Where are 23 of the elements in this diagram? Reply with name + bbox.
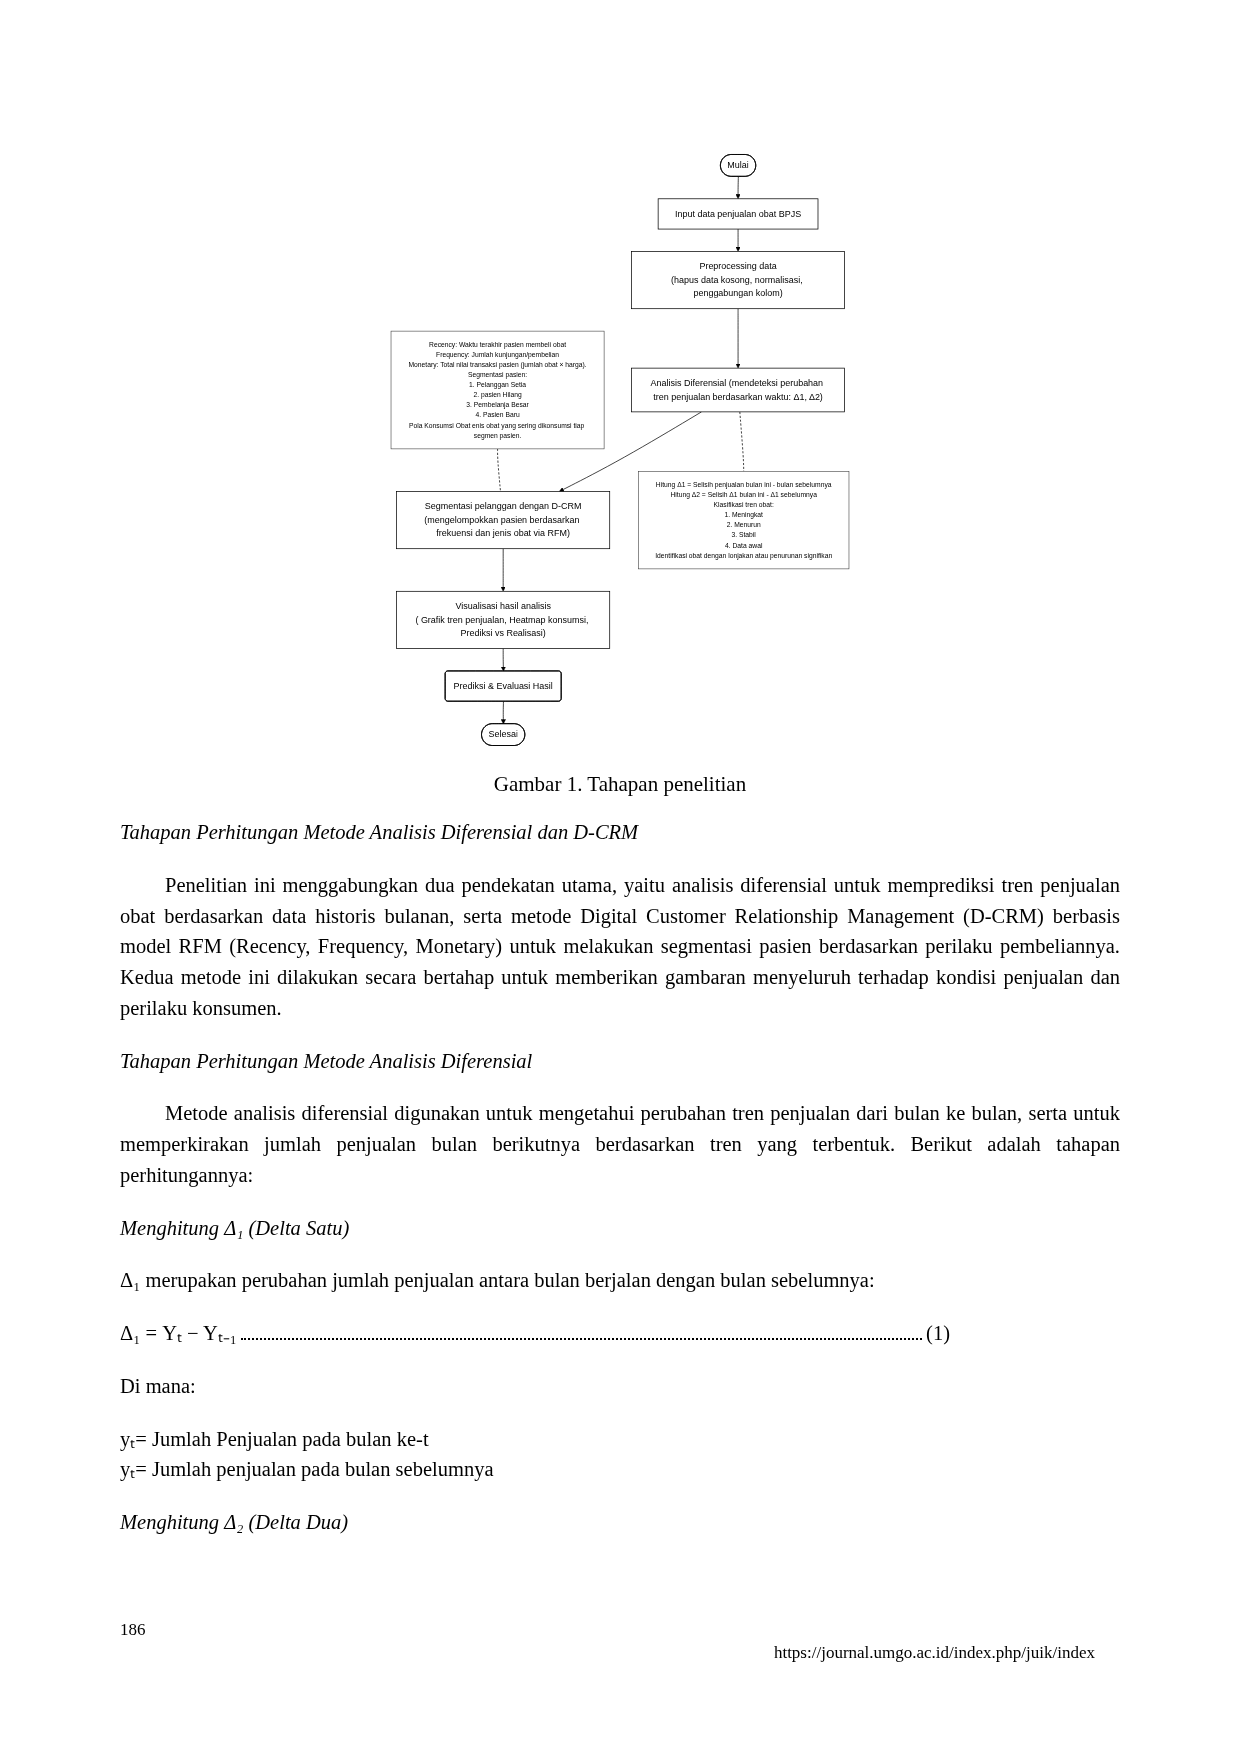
equation: Δ₁ = Yₜ − Yₜ₋₁ (120, 1318, 927, 1349)
node-box (631, 251, 845, 310)
node-box (638, 471, 850, 570)
node-box (631, 367, 845, 413)
connector (739, 411, 745, 472)
node-box (390, 330, 605, 450)
footer-url: https://journal.umgo.ac.id/index.php/juik/index (773, 1643, 1095, 1663)
node-box (396, 491, 611, 550)
section-heading: Tahapan Perhitungan Metode Analisis Diferensial dan D-CRM (120, 820, 640, 846)
section-heading: Tahapan Perhitungan Metode Analisis Diferensial (120, 1048, 534, 1075)
body-text: yₜ= Jumlah Penjualan pada bulan ke-t (120, 1426, 430, 1453)
node-box (396, 590, 611, 649)
section-heading: Menghitung Δ₁ (Delta Satu) (120, 1215, 351, 1242)
node-box (657, 198, 819, 230)
body-text: yₜ= Jumlah penjualan pada bulan sebelumnya (120, 1457, 495, 1483)
body-text: Di mana: (120, 1373, 197, 1399)
paragraph: Penelitian ini menggabungkan dua pendekatan utama, yaitu analisis diferensial untuk memprediksi tren penjualan obat berdasarkan data historis bulanan, serta metode Digital Customer Relationship Management (D-CRM) berbasis model RFM (Recency, Frequency, Monetary) untuk melakukan segmentasi pasien berdasarkan perilaku pembeliannya. Kedua metode ini dilakukan secara bertahap untuk memberikan gambaran menyeluruh terhadap kondisi penjualan dan perilaku konsumen. (120, 872, 1120, 1022)
page-number: 186 (120, 1620, 146, 1640)
equation-number: (1) (926, 1321, 950, 1347)
body-text: Δ₁ merupakan perubahan jumlah penjualan antara bulan berjalan dengan bulan sebelumnya: (120, 1268, 876, 1294)
paragraph: Metode analisis diferensial digunakan untuk mengetahui perubahan tren penjualan dari bulan ke bulan, serta untuk memperkirakan jumlah penjualan bulan berikutnya berdasarkan tren yang terbentuk. Berikut adalah tahapan perhitungannya: (120, 1101, 1120, 1189)
figure-caption: Gambar 1. Tahapan penelitian (492, 772, 748, 797)
section-heading: Menghitung Δ₂ (Delta Dua) (120, 1510, 350, 1536)
